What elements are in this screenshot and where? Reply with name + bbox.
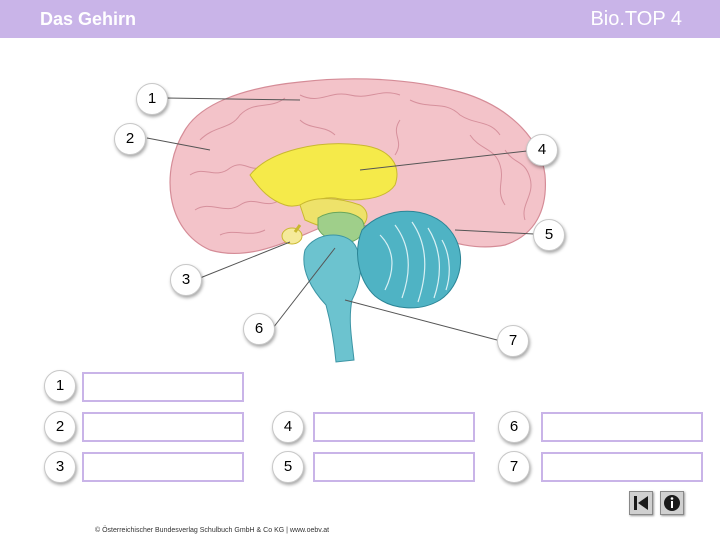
answer-field-7[interactable] <box>541 452 703 482</box>
pituitary <box>281 227 303 245</box>
page-title: Das Gehirn <box>40 9 137 29</box>
back-button[interactable] <box>629 491 653 515</box>
row-label-1: 1 <box>44 370 76 402</box>
header-bar: Das Gehirn Bio.TOP 4 <box>0 0 720 38</box>
answer-field-4[interactable] <box>313 412 475 442</box>
marker-7: 7 <box>497 325 529 357</box>
copyright-text: © Österreichischer Bundesverlag Schulbuc… <box>95 527 330 534</box>
skip-back-icon <box>634 496 648 510</box>
row-label-2: 2 <box>44 411 76 443</box>
row-label-7: 7 <box>498 451 530 483</box>
marker-1: 1 <box>136 83 168 115</box>
diencephalon <box>249 143 398 207</box>
cerebellum-folds <box>379 221 450 303</box>
leader-lines <box>146 97 535 341</box>
row-label-4: 4 <box>272 411 304 443</box>
marker-2: 2 <box>114 123 146 155</box>
cerebrum-folds <box>189 92 532 236</box>
marker-5: 5 <box>533 219 565 251</box>
answer-field-1[interactable] <box>82 372 244 402</box>
row-label-6: 6 <box>498 411 530 443</box>
answer-field-6[interactable] <box>541 412 703 442</box>
cerebellum <box>357 210 462 309</box>
row-label-3: 3 <box>44 451 76 483</box>
answer-field-5[interactable] <box>313 452 475 482</box>
marker-6: 6 <box>243 313 275 345</box>
marker-4: 4 <box>526 134 558 166</box>
answer-field-3[interactable] <box>82 452 244 482</box>
brand-label: Bio.TOP 4 <box>590 8 682 30</box>
marker-3: 3 <box>170 264 202 296</box>
brain-diagram <box>146 78 547 363</box>
answer-field-2[interactable] <box>82 412 244 442</box>
info-button[interactable] <box>660 491 684 515</box>
brainstem <box>303 234 362 363</box>
info-icon <box>664 495 680 511</box>
row-label-5: 5 <box>272 451 304 483</box>
